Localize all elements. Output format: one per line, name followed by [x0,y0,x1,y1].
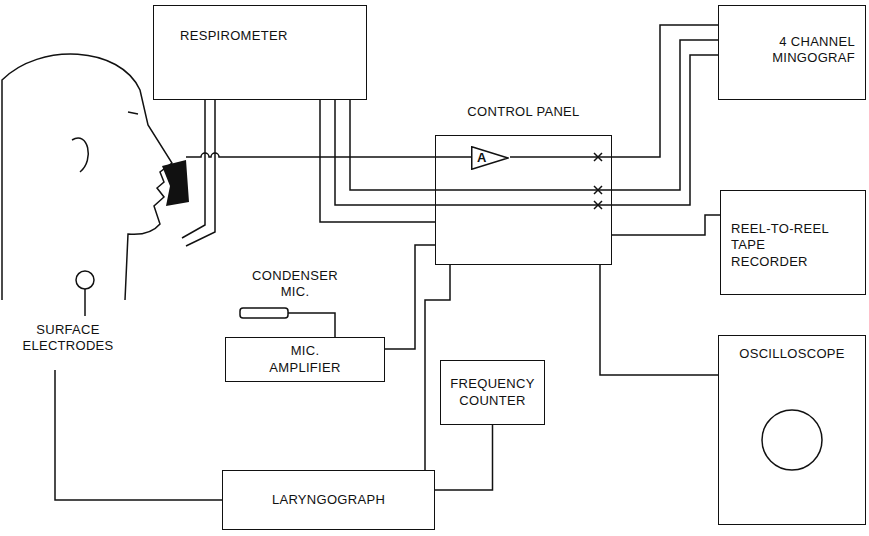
device-box: RESPIROMETER [153,5,367,100]
signal-wire [425,265,450,470]
breathing-mask [162,160,189,206]
part-label: CONDENSER MIC. [248,268,342,301]
signal-wire [612,215,720,235]
device-label: OSCILLOSCOPE [739,346,844,362]
device-label: 4 CHANNEL MINGOGRAF [745,34,855,67]
amplifier-label: A [477,150,487,166]
device-box: 4 CHANNEL MINGOGRAF [718,5,866,100]
electrode-wire [55,370,222,500]
panel-heading: CONTROL PANEL [467,104,579,120]
signal-wire [385,245,435,349]
electrode-leader [84,289,86,316]
signal-wire [435,425,493,490]
amplifier-triangle: A [471,146,509,170]
microphone [240,308,288,318]
amplifier-outline [472,147,508,170]
mic-cable [288,313,335,337]
device-label: REEL-TO-REEL TAPE RECORDER [731,221,831,270]
head-outline [2,54,172,300]
signal-wire [350,40,718,190]
device-box: LARYNGOGRAPH [222,470,435,530]
switch-mark [594,153,602,161]
device-label: MIC. AMPLIFIER [260,343,350,376]
control-panel-box: CONTROL PANELA [435,135,612,265]
device-box: MIC. AMPLIFIER [225,337,385,382]
amplifier-symbol [471,146,509,170]
device-box: REEL-TO-REEL TAPE RECORDER [720,190,866,295]
surface-electrode [76,271,94,289]
device-label: FREQUENCY COUNTER [445,376,540,409]
eye [128,112,138,114]
device-label: RESPIROMETER [180,28,288,44]
oscilloscope-screen [762,410,822,470]
signal-wire [612,25,718,157]
part-label: SURFACE ELECTRODES [18,322,118,355]
signal-wire [186,153,471,157]
respirometer-wire [186,100,215,246]
device-box: FREQUENCY COUNTER [440,360,545,425]
signal-wire [600,265,718,375]
ear [72,138,88,172]
device-label: LARYNGOGRAPH [272,492,385,508]
device-box: OSCILLOSCOPE [718,335,866,525]
signal-wire [320,100,435,222]
